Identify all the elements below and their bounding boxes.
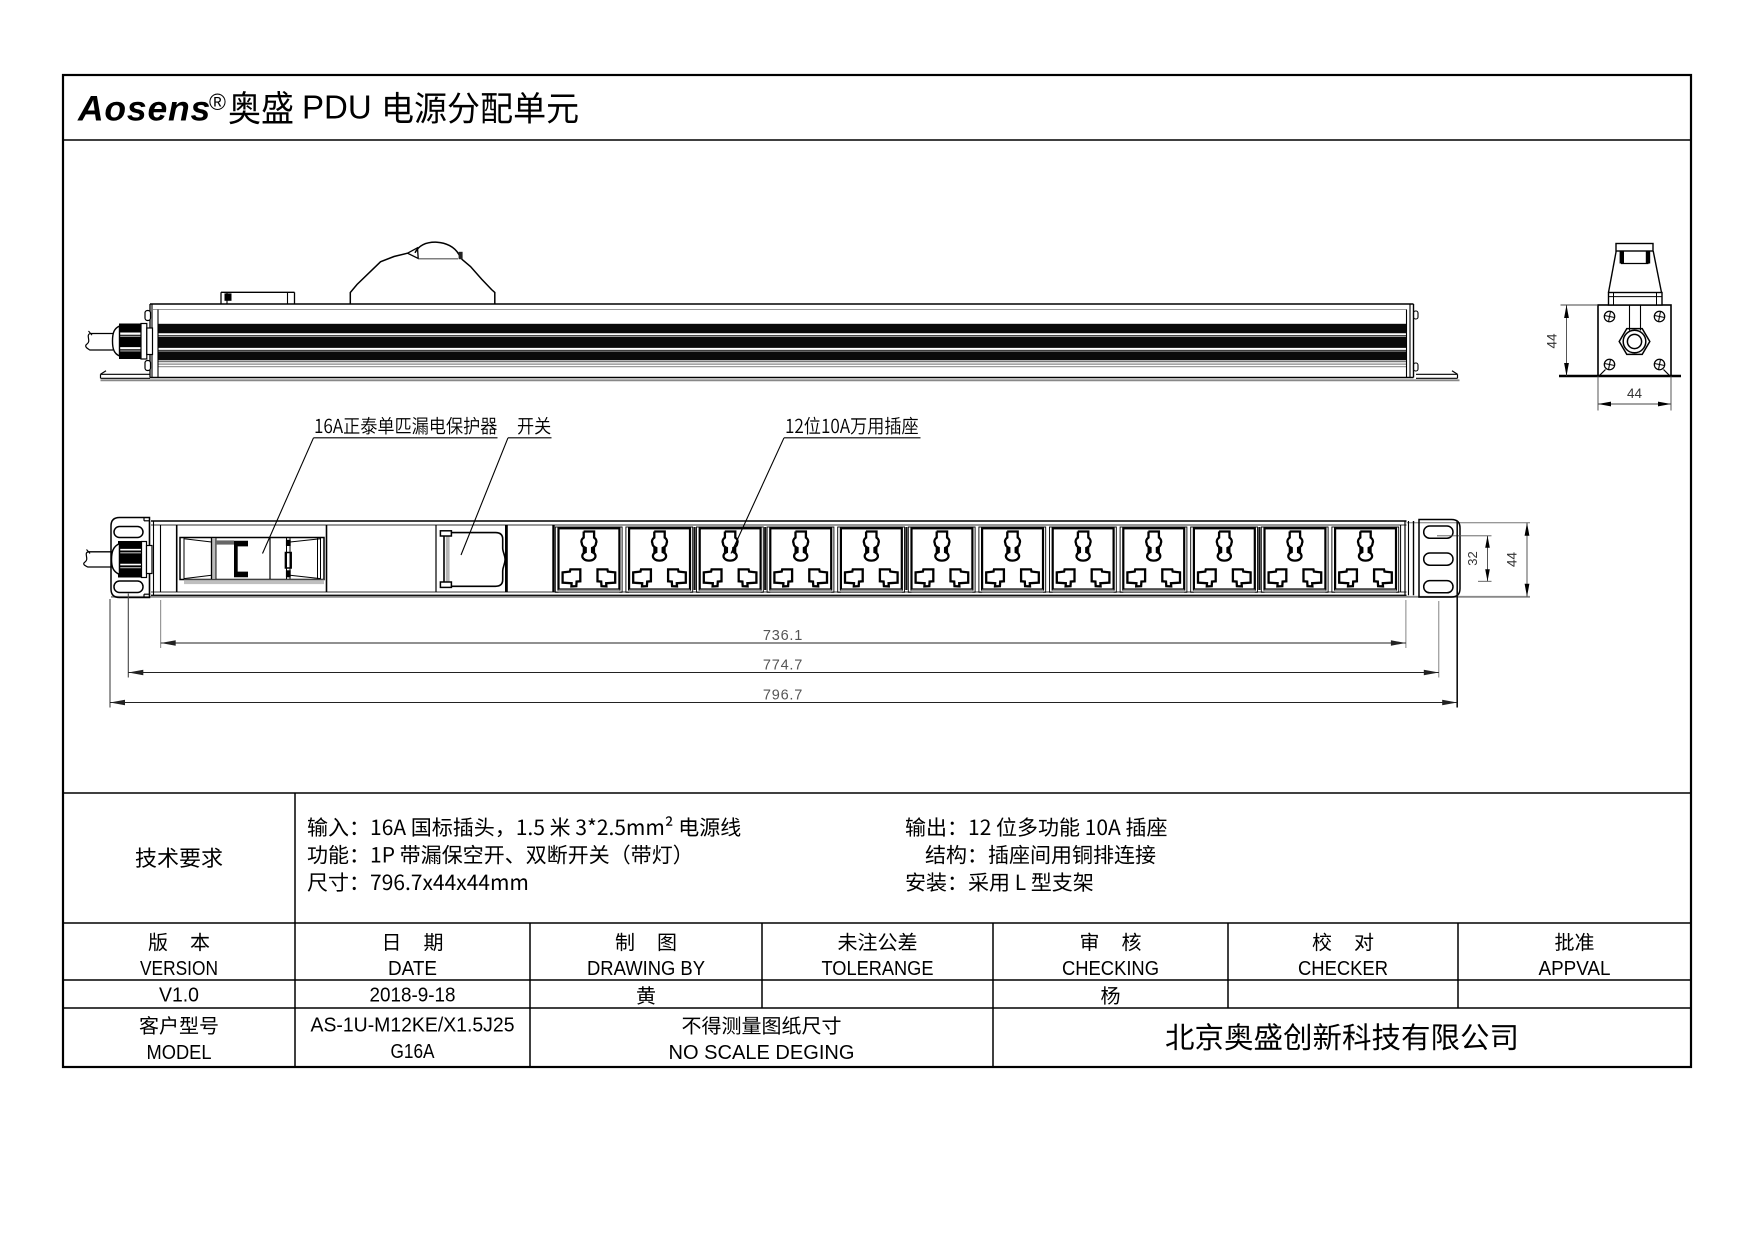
svg-text:PDU: PDU bbox=[302, 89, 372, 126]
svg-text:NO SCALE DEGING: NO SCALE DEGING bbox=[669, 1042, 855, 1064]
svg-text:796.7: 796.7 bbox=[763, 688, 803, 704]
svg-text:CHECKER: CHECKER bbox=[1298, 958, 1388, 980]
svg-text:G16A: G16A bbox=[391, 1041, 436, 1063]
svg-text:MODEL: MODEL bbox=[147, 1042, 212, 1064]
svg-text:32: 32 bbox=[1465, 551, 1480, 565]
svg-text:AS-1U-M12KE/X1.5J25: AS-1U-M12KE/X1.5J25 bbox=[311, 1015, 515, 1037]
svg-text:DRAWING BY: DRAWING BY bbox=[587, 958, 705, 980]
svg-text:2018-9-18: 2018-9-18 bbox=[370, 985, 456, 1007]
svg-text:V1.0: V1.0 bbox=[159, 985, 199, 1007]
svg-text:44: 44 bbox=[1627, 386, 1643, 401]
svg-text:®: ® bbox=[209, 89, 226, 115]
svg-text:APPVAL: APPVAL bbox=[1539, 958, 1611, 980]
svg-text:TOLERANGE: TOLERANGE bbox=[822, 958, 934, 980]
svg-text:Aosens: Aosens bbox=[77, 88, 211, 128]
svg-text:736.1: 736.1 bbox=[763, 628, 803, 644]
svg-text:VERSION: VERSION bbox=[140, 958, 218, 980]
svg-text:44: 44 bbox=[1505, 552, 1520, 568]
svg-text:CHECKING: CHECKING bbox=[1062, 958, 1159, 980]
svg-text:DATE: DATE bbox=[388, 958, 437, 980]
svg-text:774.7: 774.7 bbox=[763, 658, 803, 674]
svg-text:44: 44 bbox=[1545, 333, 1560, 349]
